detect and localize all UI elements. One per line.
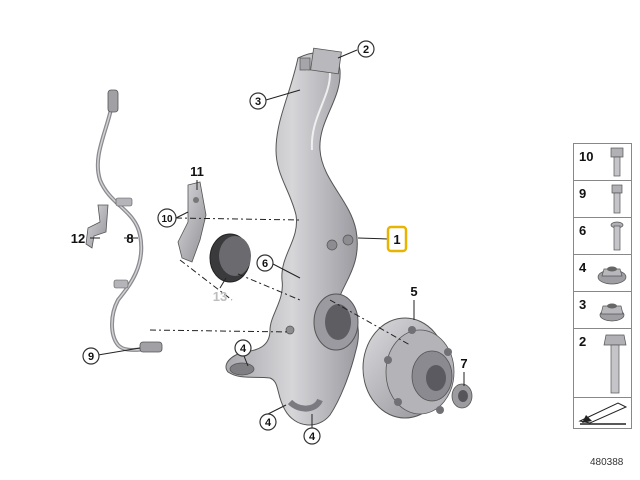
svg-text:4: 4: [309, 431, 316, 443]
assembly-line: [175, 217, 301, 221]
callout-6[interactable]: 6: [256, 254, 274, 272]
legend-item-3[interactable]: 3: [573, 291, 632, 328]
diagram-canvas: 1 2 3 4 4 4 5 6 7 8 9 10 11 12: [71, 40, 473, 445]
legend-number: 10: [579, 149, 594, 164]
legend-item-4[interactable]: 4: [573, 254, 632, 291]
assembly-line: [329, 299, 411, 346]
leader-line: [267, 404, 287, 415]
knuckle-bolts: [299, 57, 311, 71]
callout-12[interactable]: 12: [71, 231, 85, 246]
callout-7[interactable]: 7: [460, 356, 467, 371]
hex-bolt-icon: [603, 334, 627, 394]
leader-line: [265, 89, 301, 101]
parts-diagram: 1 2 3 4 4 4 5 6 7 8 9 10 11 12: [71, 40, 473, 445]
callout-11[interactable]: 11: [190, 164, 204, 179]
legend-number: 2: [579, 334, 587, 349]
callout-1[interactable]: 1: [386, 225, 408, 253]
torx-screw-icon: [610, 221, 624, 251]
svg-text:10: 10: [161, 214, 173, 225]
leader-line: [243, 355, 249, 367]
svg-text:4: 4: [240, 343, 247, 355]
legend-item-10[interactable]: 10: [573, 143, 632, 180]
svg-text:2: 2: [363, 44, 369, 56]
callout-13[interactable]: 13: [213, 289, 227, 304]
callout-9[interactable]: 9: [82, 347, 100, 365]
callout-3[interactable]: 3: [249, 92, 267, 110]
wheel-hub: [362, 317, 455, 419]
flange-nut-icon: [597, 266, 627, 285]
svg-text:3: 3: [255, 96, 261, 108]
hex-socket-screw-icon: [611, 184, 623, 214]
svg-text:1: 1: [393, 232, 400, 247]
callout-4[interactable]: 4: [303, 427, 321, 445]
leader-line: [357, 237, 389, 240]
steering-knuckle: [225, 47, 359, 426]
diagram-reference-number: 480388: [590, 457, 624, 468]
svg-text:8: 8: [126, 231, 133, 246]
legend-number: 3: [579, 297, 587, 312]
callout-4[interactable]: 4: [234, 339, 252, 357]
sensor-bracket: [177, 181, 207, 263]
callout-8[interactable]: 8: [126, 231, 133, 246]
leader-line: [97, 347, 141, 356]
callout-10[interactable]: 10: [157, 208, 177, 228]
cable-clip: [85, 204, 109, 249]
svg-text:11: 11: [190, 164, 204, 179]
legend-number: 9: [579, 186, 587, 201]
leader-line: [175, 211, 189, 219]
legend-number: 4: [579, 260, 587, 275]
svg-text:13: 13: [213, 289, 227, 304]
parts-legend: 10 9 6 4 3 2: [573, 143, 632, 429]
callout-5[interactable]: 5: [410, 284, 417, 299]
legend-item-6[interactable]: 6: [573, 217, 632, 254]
hex-nut-icon: [599, 303, 625, 322]
legend-item-2[interactable]: 2: [573, 328, 632, 397]
callout-4[interactable]: 4: [259, 413, 277, 431]
reference-arrow-icon: [578, 402, 628, 425]
svg-text:12: 12: [71, 231, 85, 246]
wheel-speed-sensor-cable: [95, 89, 163, 353]
svg-text:6: 6: [262, 258, 268, 270]
collar-nut: [451, 383, 473, 409]
leader-line: [219, 277, 227, 289]
protection-cap: [209, 233, 251, 283]
leader-line: [272, 263, 301, 279]
legend-reference-cell[interactable]: [573, 397, 632, 429]
socket-head-bolt-icon: [610, 147, 624, 177]
assembly-line: [237, 273, 301, 301]
leader-line: [337, 49, 358, 59]
callout-2[interactable]: 2: [357, 40, 375, 58]
svg-text:5: 5: [410, 284, 417, 299]
assembly-line: [149, 329, 291, 333]
svg-text:4: 4: [265, 417, 272, 429]
assembly-line: [179, 259, 233, 301]
legend-number: 6: [579, 223, 587, 238]
legend-item-9[interactable]: 9: [573, 180, 632, 217]
svg-text:9: 9: [88, 351, 94, 363]
svg-text:7: 7: [460, 356, 467, 371]
